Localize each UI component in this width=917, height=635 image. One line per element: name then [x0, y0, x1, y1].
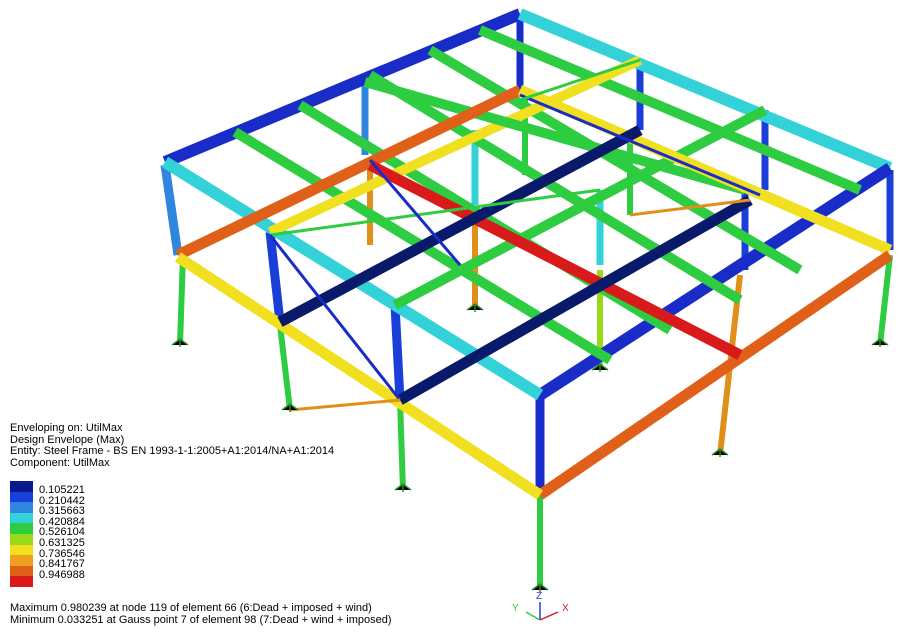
- legend-swatch: [10, 502, 33, 513]
- axis-x-label: X: [562, 603, 569, 614]
- entity-label: Entity: Steel Frame - BS EN 1993-1-1:200…: [10, 445, 335, 457]
- axis-y-label: Y: [512, 603, 519, 614]
- legend-swatch: [10, 523, 33, 534]
- legend-value: 0.105221: [39, 484, 85, 496]
- legend-swatch: [10, 533, 33, 545]
- minimum-label: Minimum 0.033251 at Gauss point 7 of ele…: [10, 613, 392, 626]
- legend-swatch: [10, 491, 33, 503]
- axis-z-label: Z: [536, 591, 543, 602]
- legend-value: 0.315663: [39, 505, 85, 518]
- legend-row: 0.736546: [10, 544, 210, 559]
- legend-value: 0.526104: [39, 526, 85, 539]
- legend-value: 0.420884: [39, 515, 85, 528]
- envelope-info: Enveloping on: UtilMax Design Envelope (…: [10, 422, 335, 469]
- legend-row: 0.420884: [10, 512, 210, 527]
- legend-swatch: [10, 555, 33, 566]
- axis-triad[interactable]: Y Z X: [506, 590, 574, 630]
- legend-row: [10, 576, 210, 587]
- legend-swatch: [10, 512, 33, 524]
- legend-row: 0.631325: [10, 533, 210, 548]
- legend-value: 0.946988: [39, 568, 85, 581]
- legend-swatch: [10, 565, 33, 577]
- legend-row: 0.315663: [10, 502, 210, 517]
- legend-value: 0.210442: [39, 494, 85, 507]
- legend-value: 0.631325: [39, 536, 85, 549]
- enveloping-label: Enveloping on: UtilMax: [10, 422, 123, 434]
- result-summary: Maximum 0.980239 at node 119 of element …: [10, 602, 392, 626]
- steel-frame-model: [160, 8, 894, 592]
- legend-value: 0.841767: [39, 558, 85, 571]
- legend-row: 0.526104: [10, 523, 210, 538]
- legend-swatch: [10, 576, 33, 587]
- color-legend: 0.105221 0.210442 0.315663 0.420884 0.52…: [10, 481, 210, 587]
- legend-value: 0.736546: [39, 547, 85, 560]
- component-label: Component: UtilMax: [10, 456, 110, 469]
- design-envelope-label: Design Envelope (Max): [10, 433, 125, 446]
- axis-triad-icon: [525, 602, 559, 621]
- legend-row: 0.841767: [10, 555, 210, 570]
- legend-row: 0.946988: [10, 565, 210, 580]
- legend-swatch: [10, 544, 33, 556]
- legend-swatch: [10, 481, 33, 492]
- legend-row: 0.210442: [10, 491, 210, 506]
- legend-row: 0.105221: [10, 481, 210, 496]
- maximum-label: Maximum 0.980239 at node 119 of element …: [10, 602, 372, 614]
